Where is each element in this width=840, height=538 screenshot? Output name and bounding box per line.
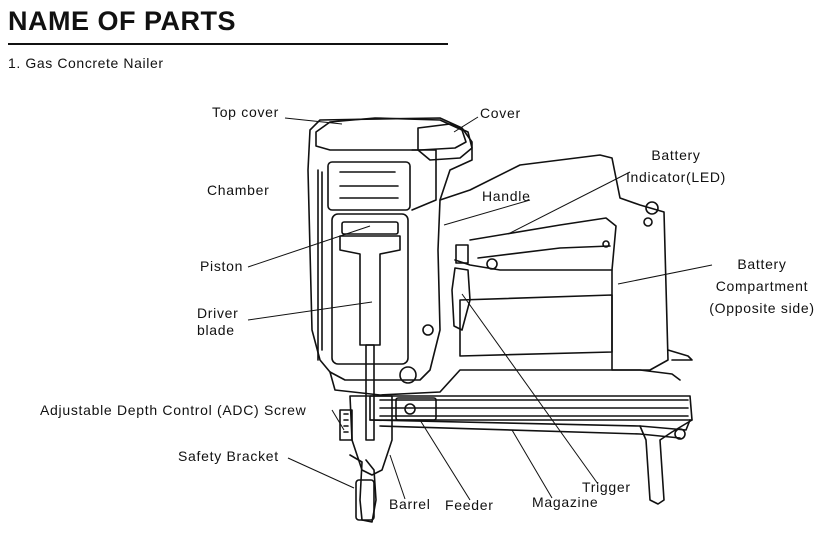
title-underline <box>8 43 448 45</box>
section-subtitle: 1. Gas Concrete Nailer <box>8 55 164 71</box>
top-cover-outline <box>315 117 467 151</box>
label-trigger: Trigger <box>582 479 631 495</box>
label-battery-indicator-line1: Battery <box>651 147 701 163</box>
label-adc-screw: Adjustable Depth Control (ADC) Screw <box>40 402 307 418</box>
label-driver-blade-line2: blade <box>197 322 235 338</box>
chamber-inner <box>327 161 411 211</box>
label-cover: Cover <box>480 105 521 121</box>
battery-compartment <box>459 294 613 357</box>
label-battery-compartment-line3: (Opposite side) <box>709 300 815 316</box>
label-magazine: Magazine <box>532 494 599 510</box>
label-safety-bracket: Safety Bracket <box>178 448 279 464</box>
label-barrel: Barrel <box>389 496 431 512</box>
label-piston: Piston <box>200 258 244 274</box>
safety-bracket <box>349 454 377 523</box>
magazine-tail <box>639 419 693 505</box>
cylinder <box>331 213 409 365</box>
battery-indicator-led <box>455 244 469 264</box>
handle-outline <box>439 154 669 371</box>
label-battery-indicator: Battery Indicator(LED) <box>618 147 734 186</box>
label-chamber: Chamber <box>207 182 270 198</box>
label-feeder: Feeder <box>445 497 494 513</box>
piston <box>339 235 401 346</box>
trigger <box>451 267 471 331</box>
label-battery-indicator-line2: Indicator(LED) <box>625 169 727 185</box>
page-title: NAME OF PARTS <box>8 6 236 36</box>
label-driver-blade: Driver blade <box>197 305 239 339</box>
label-top-cover: Top cover <box>212 104 279 120</box>
label-handle: Handle <box>482 188 531 204</box>
label-battery-compartment: Battery Compartment (Opposite side) <box>700 256 824 317</box>
label-battery-compartment-line1: Battery <box>737 256 787 272</box>
label-driver-blade-line1: Driver <box>197 305 239 321</box>
barrel <box>349 395 393 476</box>
adc-screw <box>339 409 353 441</box>
driver-blade <box>365 344 375 441</box>
label-battery-compartment-line2: Compartment <box>715 278 809 294</box>
cover-outline <box>417 123 473 161</box>
body-housing <box>307 117 473 381</box>
feeder <box>395 397 437 421</box>
